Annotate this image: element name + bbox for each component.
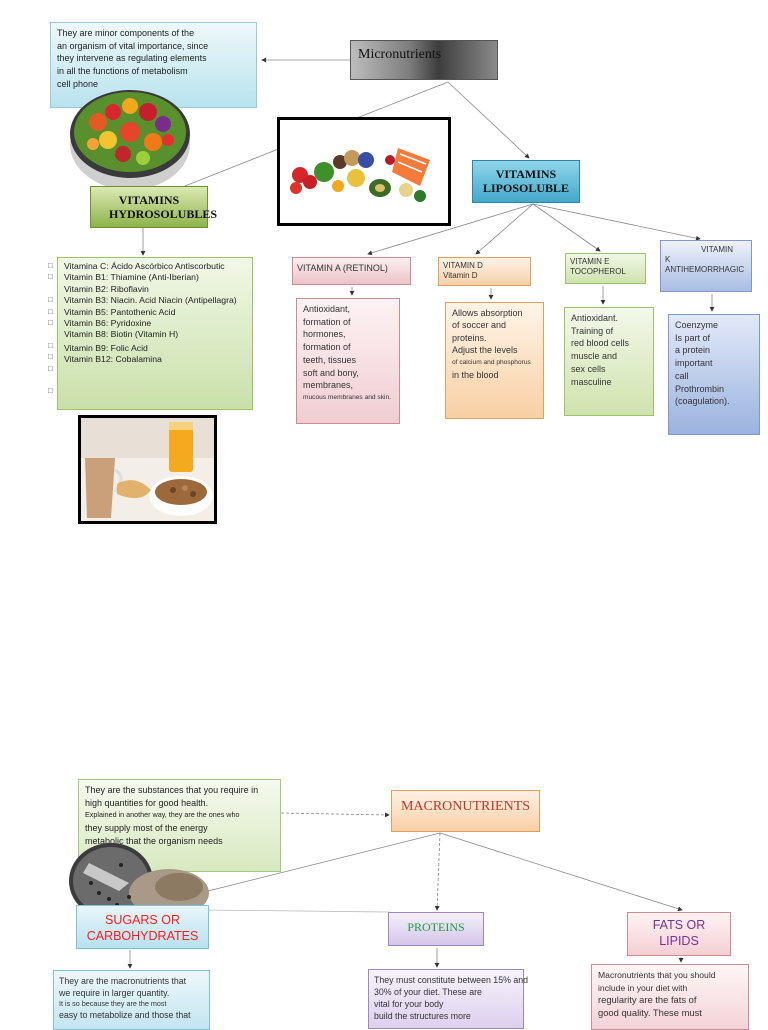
list-item: Vitamin B6: Pyridoxine <box>64 318 152 329</box>
vitamins-hydrosoluble-title: VITAMINS HYDROSOLUBLES <box>90 186 217 228</box>
list-item: Vitamin B9: Folic Acid <box>64 342 148 353</box>
macronutrients-title: MACRONUTRIENTS <box>391 790 540 832</box>
list-item: Vitamin B1: Thiamine (Anti-Iberian) <box>64 272 199 283</box>
list-item: Vitamin B2: Riboflavin <box>64 283 149 294</box>
list-item: Vitamin B5: Pantothenic Acid <box>64 306 176 317</box>
list-item: Vitamina C: Ácido Ascórbico Antiscorbuti… <box>64 261 225 271</box>
vitamin-a-description: Antioxidant, formation of hormones, form… <box>296 298 400 424</box>
proteins-title: PROTEINS <box>388 912 484 946</box>
bullet-markers: □□ □□□ □□□ □ <box>48 261 53 396</box>
vitamin-a-header: VITAMIN A (RETINOL) <box>292 257 411 285</box>
vegetable-bowl-image <box>70 90 190 190</box>
list-item: Vitamin B12: Cobalamina <box>64 354 162 365</box>
list-item: Vitamin B8: Biotin (Vitamin H) <box>64 329 179 340</box>
vitamin-d-header: VITAMIN D Vitamin D <box>438 257 531 286</box>
vitamin-k-header: VITAMIN K ANTIHEMORRHAGIC <box>660 240 752 292</box>
vitamin-e-description: Antioxidant. Training of red blood cells… <box>564 307 654 416</box>
vitamins-liposoluble-title: VITAMINS LIPOSOLUBLE <box>472 160 580 203</box>
vitamin-d-description: Allows absorption of soccer and proteins… <box>445 302 544 419</box>
vitamin-e-header: VITAMIN E TOCOPHEROL <box>565 253 646 284</box>
healthy-foods-image <box>277 117 451 226</box>
micronutrients-title: Micronutrients <box>350 40 498 80</box>
sugars-description: They are the macronutrients that we requ… <box>53 970 210 1030</box>
healthy-foods-illustration <box>280 120 448 223</box>
hydrosoluble-vitamins-list: Vitamina C: Ácido Ascórbico Antiscorbuti… <box>57 257 253 410</box>
list-item: Vitamin B3: Niacin. Acid Niacin (Antipel… <box>64 295 237 306</box>
sugars-carbohydrates-title: SUGARS OR CARBOHYDRATES <box>76 905 209 949</box>
fats-description: Macronutrients that you should include i… <box>591 964 749 1030</box>
breakfast-image <box>78 415 217 524</box>
vitamin-k-description: Coenzyme Is part of a protein important … <box>668 314 760 435</box>
proteins-description: They must constitute between 15% and 30%… <box>368 969 528 1029</box>
fats-lipids-title: FATS OR LIPIDS <box>627 912 731 956</box>
breakfast-illustration <box>81 418 214 521</box>
